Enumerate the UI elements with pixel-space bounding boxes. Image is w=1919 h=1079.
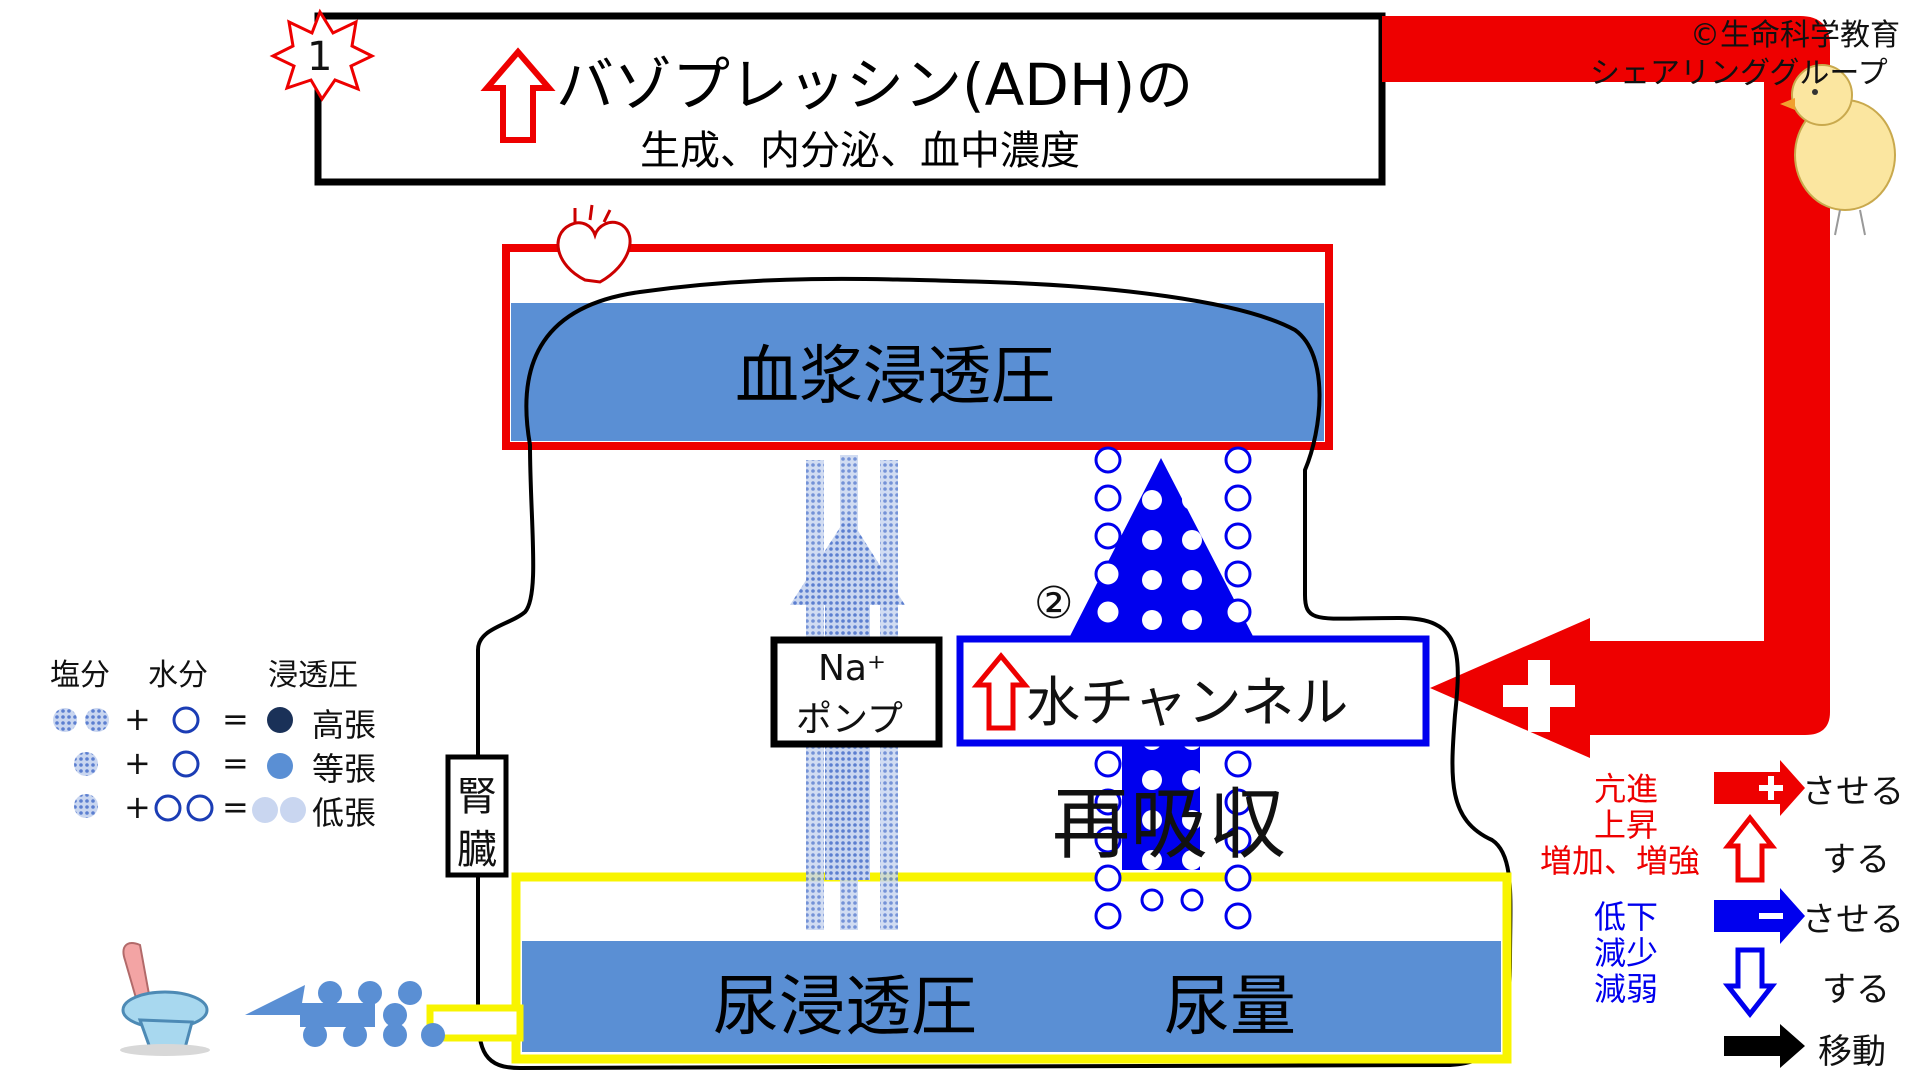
water-molecule (1224, 826, 1252, 854)
legend-do: する (1822, 840, 1890, 880)
legend-promote: させる (1802, 900, 1904, 940)
water-molecule (1224, 560, 1252, 588)
urine-volume-label: 尿量 (1164, 968, 1296, 1045)
plus-icon-bar (1503, 685, 1575, 707)
water-molecule (1094, 750, 1122, 778)
water-molecule (1094, 522, 1122, 550)
water-molecule (1142, 570, 1162, 590)
legend-header-osmotic: 浸透圧 (268, 658, 358, 693)
water-molecule (1182, 850, 1202, 870)
arrow-legend-icons (1714, 760, 1805, 1068)
title-line1: バゾプレッシン(ADH)の (556, 51, 1194, 119)
water-molecule (1094, 902, 1122, 930)
urine-fill (522, 941, 1501, 1052)
legend-plus: + (124, 700, 151, 738)
water-molecule (1094, 598, 1122, 626)
feedback-arrow (1382, 16, 1830, 758)
chick-icon (1780, 64, 1896, 236)
legend-equals: = (222, 744, 249, 782)
water-molecule (1094, 446, 1122, 474)
water-molecule (1094, 864, 1122, 892)
water-molecule (1094, 560, 1122, 588)
water-molecule (1182, 490, 1202, 510)
water-molecule (1142, 610, 1162, 630)
copyright-line1: ©生命科学教育 (1690, 18, 1900, 53)
legend-equals: = (222, 788, 249, 826)
osmotic-legend (53, 706, 306, 823)
toilet-icon (120, 942, 210, 1056)
water-channel-box (956, 635, 1430, 747)
legend-header-salt: 塩分 (50, 658, 110, 693)
water-molecule (1142, 490, 1162, 510)
water-molecule (1142, 850, 1162, 870)
water-molecule (1182, 570, 1202, 590)
legend-row-label: 低張 (312, 794, 377, 832)
legend-plus: + (124, 744, 151, 782)
water-molecule (1094, 788, 1122, 816)
water-molecule (1182, 610, 1202, 630)
legend-move: 移動 (1818, 1032, 1886, 1072)
plasma-fill (511, 303, 1324, 441)
water-molecule (1142, 770, 1162, 790)
title-box (314, 12, 1386, 186)
water-molecule (1182, 810, 1202, 830)
up-arrow-icon (971, 652, 1031, 731)
kidney-label-line2: 臓 (457, 827, 497, 873)
legend-header-water: 水分 (148, 658, 208, 693)
legend-do: する (1822, 970, 1890, 1010)
water-molecule (1182, 530, 1202, 550)
water-channel-label: 水チャンネル (1026, 671, 1349, 734)
title-line2: 生成、内分泌、血中濃度 (640, 128, 1080, 174)
water-molecule (1224, 446, 1252, 474)
legend-red-word: 増加、増強 (1540, 842, 1701, 880)
legend-red-word: 亢進 (1594, 770, 1659, 808)
legend-blue-word: 減弱 (1594, 970, 1659, 1008)
plasma-label: 血浆浸透圧 (735, 340, 1055, 414)
legend-equals: = (222, 700, 249, 738)
reabsorption-label: 再吸収 (1052, 780, 1287, 870)
legend-row-label: 等張 (312, 750, 377, 788)
water-molecule (1224, 864, 1252, 892)
up-arrow-icon (480, 47, 556, 143)
water-molecule (1142, 530, 1162, 550)
water-molecule (1140, 888, 1164, 912)
water-molecule (1142, 810, 1162, 830)
kidney-label-line1: 腎 (457, 774, 497, 820)
step2-marker: ② (1034, 578, 1074, 629)
legend-plus: + (124, 788, 151, 826)
heart-icon (556, 204, 632, 284)
legend-blue-word: 低下 (1594, 898, 1659, 936)
step-number: 1 (307, 34, 333, 80)
water-molecule (1224, 598, 1252, 626)
water-molecule (1224, 902, 1252, 930)
star-burst-icon (269, 8, 376, 102)
water-molecule (1224, 750, 1252, 778)
na-pump-line1: Na⁺ (818, 648, 886, 689)
water-molecule (1182, 770, 1202, 790)
urine-osmotic-label: 尿浸透圧 (713, 968, 977, 1045)
water-molecule (1180, 888, 1204, 912)
water-molecule (1224, 522, 1252, 550)
kidney-label-box (445, 754, 509, 878)
water-molecule (1094, 826, 1122, 854)
legend-red-word: 上昇 (1594, 806, 1659, 844)
legend-row-label: 高張 (312, 706, 377, 744)
urine-tube (426, 1004, 524, 1042)
water-molecule (1094, 484, 1122, 512)
water-molecule (1224, 484, 1252, 512)
na-pump-box (770, 636, 943, 748)
outflow-arrow (245, 981, 445, 1047)
na-pump-line2: ポンプ (796, 699, 903, 740)
water-molecule (1224, 788, 1252, 816)
copyright-line2: シェアリンググループ (1590, 56, 1888, 91)
legend-blue-word: 減少 (1594, 934, 1659, 972)
legend-promote: させる (1802, 772, 1904, 812)
